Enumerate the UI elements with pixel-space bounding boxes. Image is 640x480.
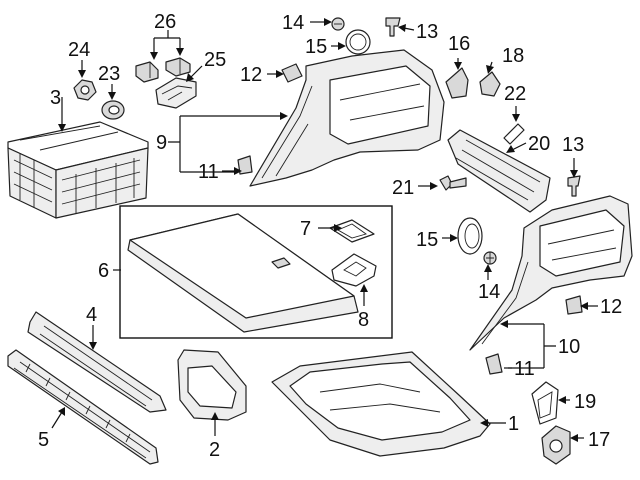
- clip-part-12-right: [565, 295, 583, 315]
- callout-12-upper: 12: [240, 64, 262, 86]
- callout-1: 1: [508, 413, 519, 435]
- callout-23: 23: [98, 63, 120, 85]
- callout-16: 16: [448, 33, 470, 55]
- callout-7: 7: [300, 218, 311, 240]
- callout-25: 25: [204, 49, 226, 71]
- sill-plate-part-20: [447, 129, 551, 213]
- callout-21: 21: [392, 177, 414, 199]
- bolt-part-21: [439, 175, 467, 191]
- grommet-part-23: [101, 100, 125, 120]
- callout-4: 4: [86, 304, 97, 326]
- callout-13-right: 13: [562, 134, 584, 156]
- bracket-part-18: [479, 71, 501, 97]
- callout-20: 20: [528, 133, 550, 155]
- cover-part-22: [503, 123, 525, 145]
- callout-18: 18: [502, 45, 524, 67]
- cap-part-15-right: [457, 217, 483, 255]
- storage-tray-part-2: [177, 349, 247, 421]
- callout-5: 5: [38, 429, 49, 451]
- callout-9: 9: [156, 132, 167, 154]
- bracket-part-16: [445, 67, 469, 99]
- clip-part-11-left: [237, 155, 253, 175]
- lock-part-17: [541, 425, 571, 465]
- lamp-part-25: [155, 77, 197, 109]
- clip-part-12-upper: [281, 63, 303, 83]
- callout-22: 22: [504, 83, 526, 105]
- callout-8: 8: [358, 309, 369, 331]
- callout-11-right: 11: [514, 358, 535, 380]
- callout-14-upper: 14: [282, 12, 304, 34]
- cover-part-19: [531, 381, 559, 425]
- callout-11-left: 11: [198, 161, 219, 183]
- callout-13-upper: 13: [416, 21, 438, 43]
- handle-part-8: [331, 253, 377, 287]
- leader-lines: [51, 18, 598, 442]
- callout-24: 24: [68, 39, 90, 61]
- callout-6: 6: [98, 260, 109, 282]
- screw-part-14-upper: [331, 17, 345, 31]
- callout-15-right: 15: [416, 229, 438, 251]
- scuff-plate-part-4: [27, 311, 167, 413]
- cap-part-15-upper: [345, 29, 371, 55]
- screw-part-14-right: [483, 251, 497, 265]
- callout-26: 26: [154, 11, 176, 33]
- sill-trim-part-5: [7, 349, 159, 465]
- callout-labels: 1 2 3 4 5 6 7 8 9 10 11 11 12 12 13 13 1…: [38, 11, 622, 461]
- push-clip-part-13-right: [567, 175, 581, 197]
- socket-part-26: [135, 57, 191, 83]
- quarter-trim-left-part-9: [249, 49, 445, 187]
- quarter-trim-right-part-10: [469, 195, 633, 351]
- storage-crate-part-3: [7, 121, 149, 219]
- cover-part-7: [329, 219, 375, 243]
- callout-19: 19: [574, 391, 596, 413]
- callout-2: 2: [209, 439, 220, 461]
- callout-17: 17: [588, 429, 610, 451]
- nut-part-24: [73, 79, 97, 101]
- group-box-6: [119, 205, 393, 339]
- callout-12-right: 12: [600, 296, 622, 318]
- clip-part-11-right: [485, 353, 503, 375]
- callout-14-right: 14: [478, 281, 500, 303]
- floor-tray-part-1: [271, 351, 491, 457]
- callout-10: 10: [558, 336, 580, 358]
- callout-3: 3: [50, 87, 61, 109]
- push-clip-part-13-upper: [385, 17, 401, 37]
- floor-board-part-6: [127, 213, 359, 333]
- callout-15-upper: 15: [305, 36, 327, 58]
